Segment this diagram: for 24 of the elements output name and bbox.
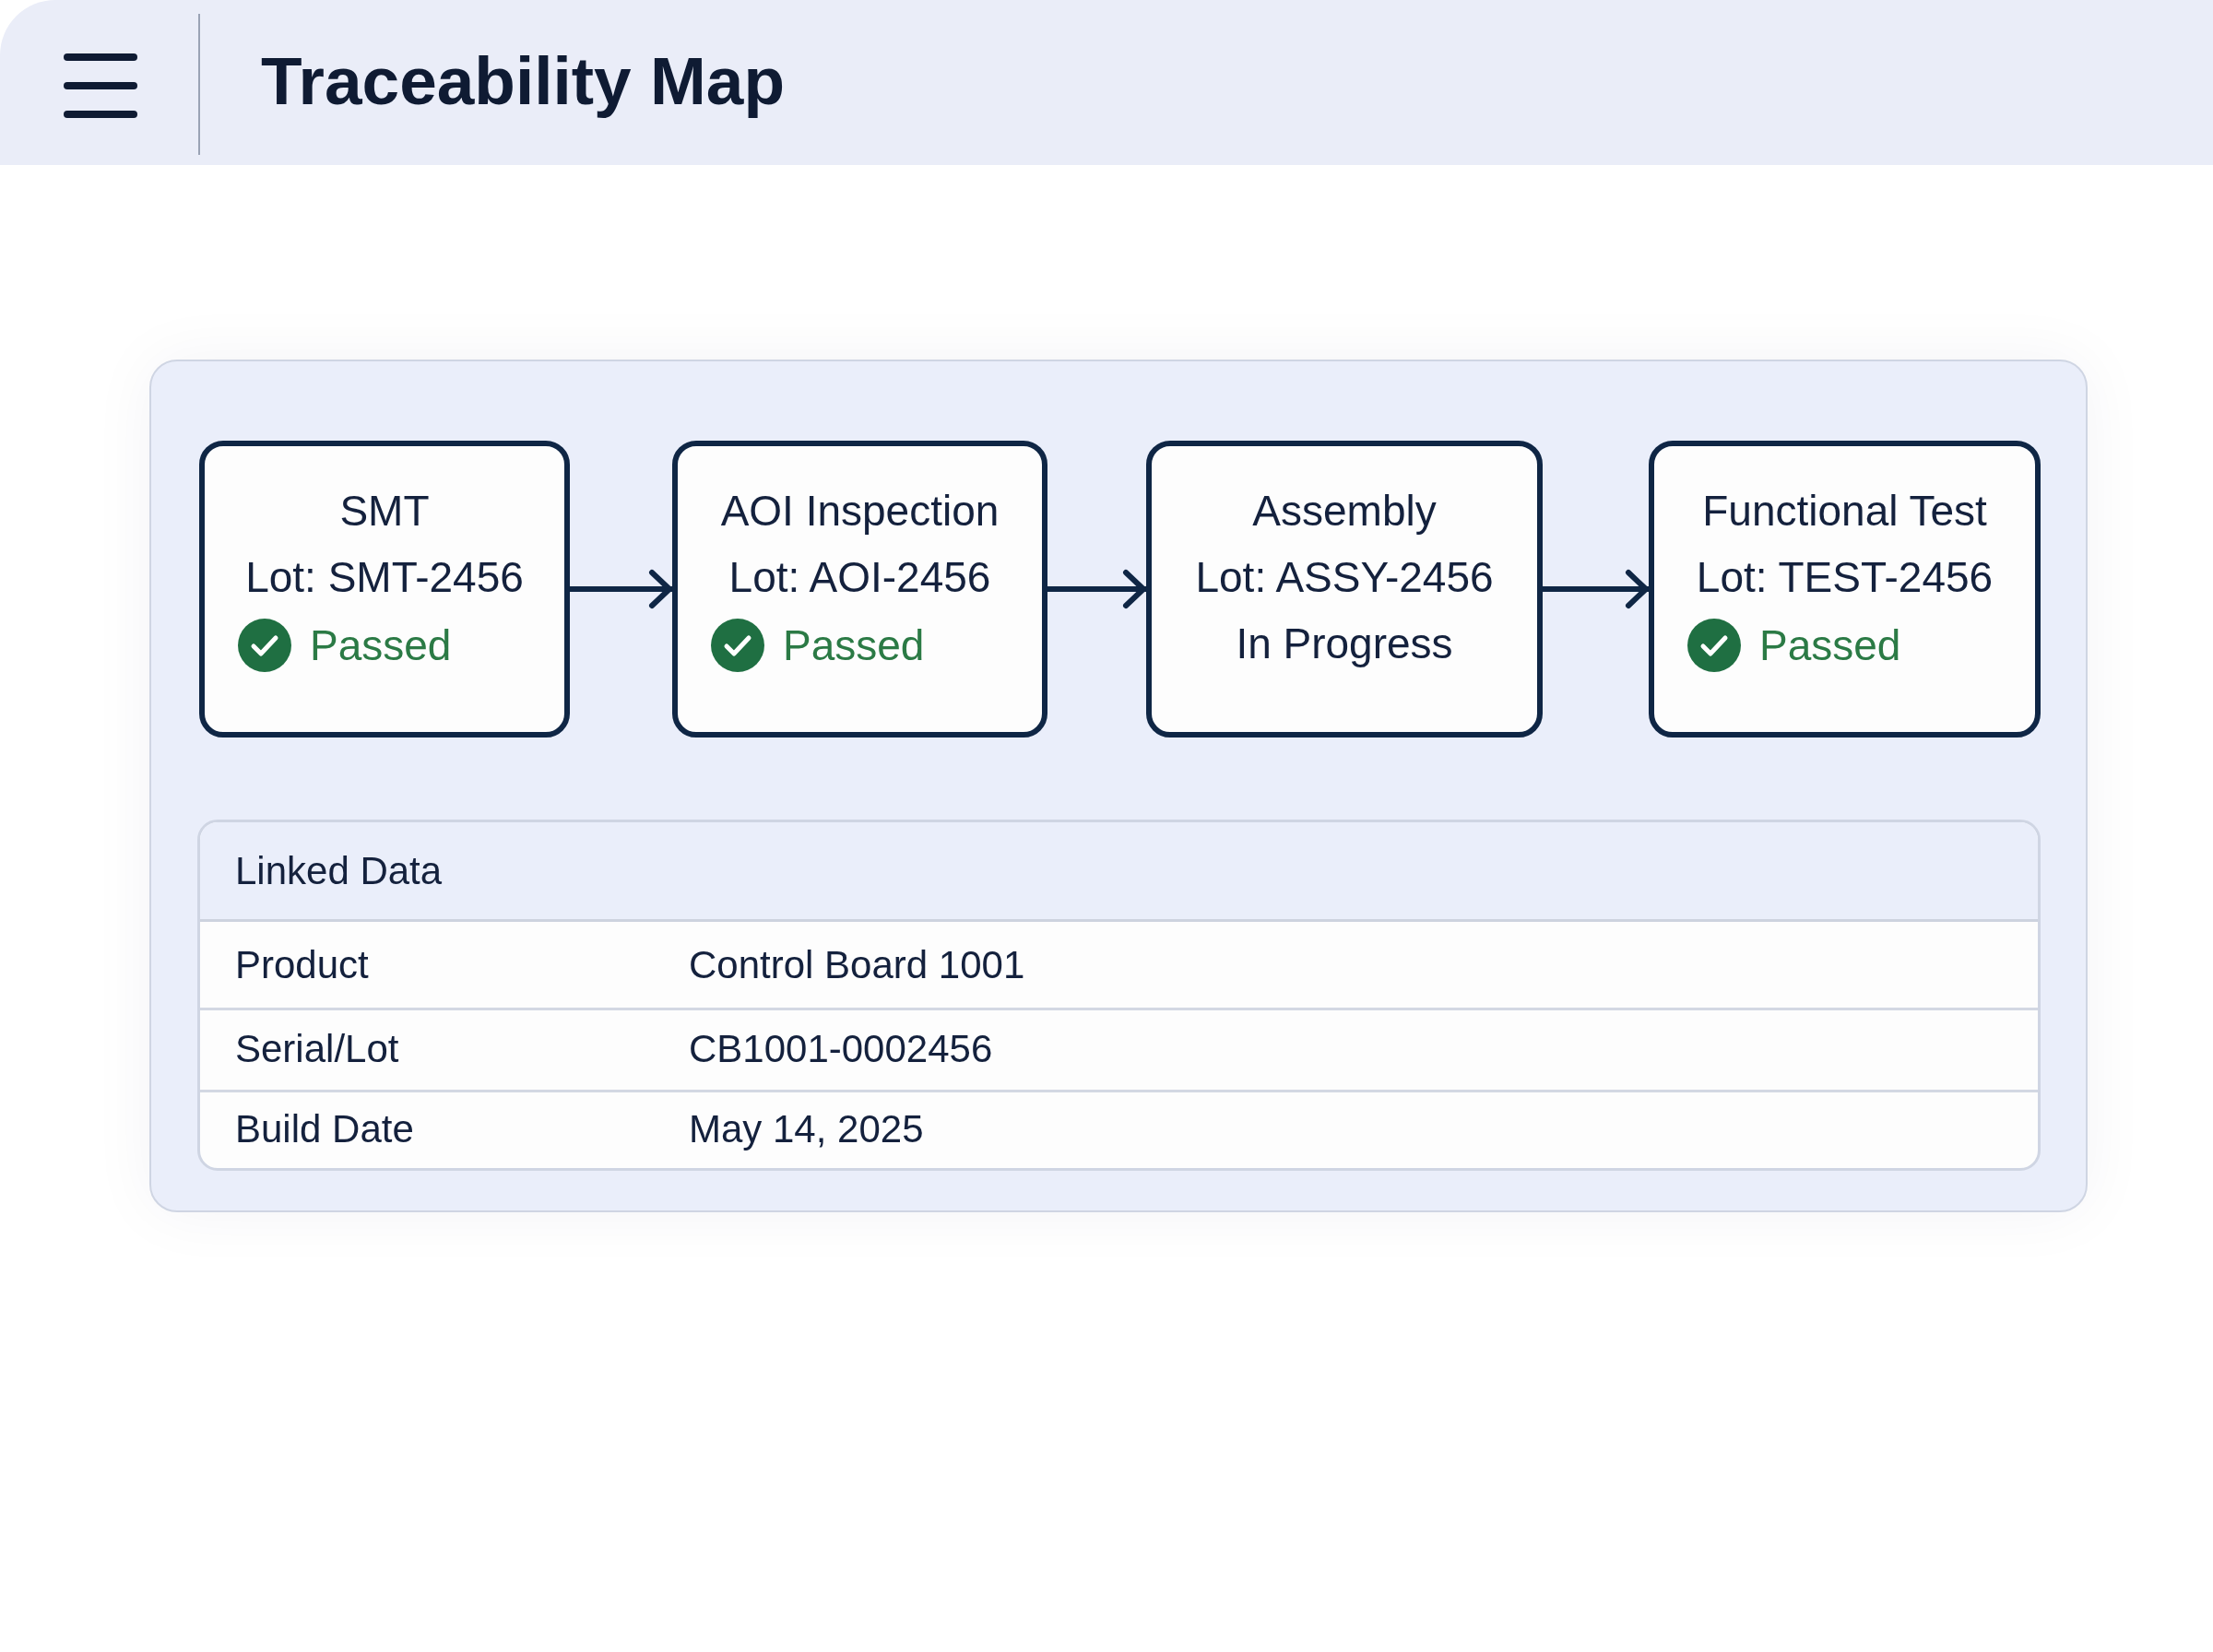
lot-number: Lot: AOI-2456 xyxy=(728,552,991,603)
process-box xyxy=(672,441,1047,738)
lot-number: Lot: SMT-2456 xyxy=(245,552,524,603)
row-value: Control Board 1001 xyxy=(689,942,1025,988)
row-value: May 14, 2025 xyxy=(689,1106,924,1152)
lot-number: Lot: ASSY-2456 xyxy=(1195,552,1494,603)
process-box xyxy=(1649,441,2041,738)
status-text: Passed xyxy=(783,620,925,671)
process-box xyxy=(199,441,570,738)
step-title: Functional Test xyxy=(1702,486,1987,537)
step-title: SMT xyxy=(339,486,430,537)
page-title: Traceability Map xyxy=(261,43,785,119)
row-value: CB1001-0002456 xyxy=(689,1026,993,1072)
row-label: Serial/Lot xyxy=(235,1026,399,1072)
step-title: Assembly xyxy=(1252,486,1437,537)
row-label: Product xyxy=(235,942,369,988)
status-text: Passed xyxy=(1759,620,1901,671)
process-box xyxy=(1146,441,1543,738)
table-title: Linked Data xyxy=(235,848,443,894)
step-title: AOI Inspection xyxy=(720,486,1000,537)
row-label: Build Date xyxy=(235,1106,414,1152)
status-text: Passed xyxy=(310,620,452,671)
lot-number: Lot: TEST-2456 xyxy=(1696,552,1994,603)
status-text: In Progress xyxy=(1236,619,1453,669)
